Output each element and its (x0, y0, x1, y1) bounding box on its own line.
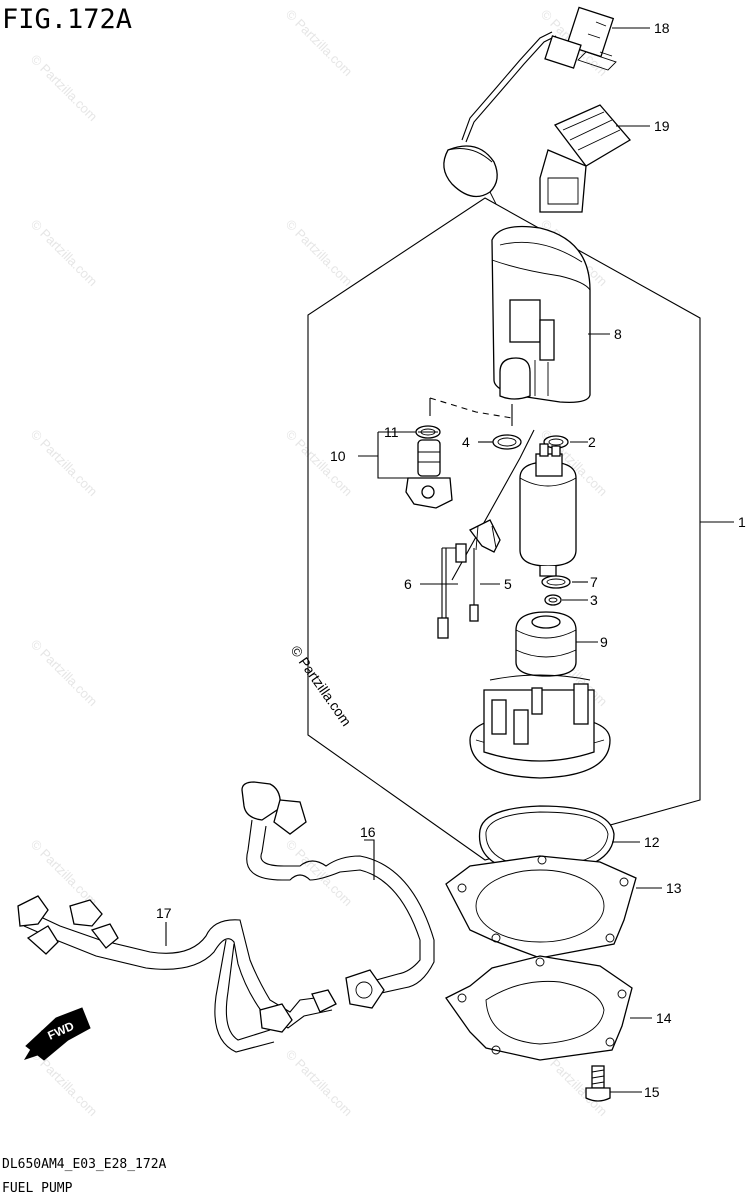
callout-4: 4 (462, 434, 470, 450)
callout-8: 8 (614, 326, 622, 342)
o-ring-7-inner (546, 578, 566, 586)
lead-wire (437, 543, 467, 639)
watermark: © Partzilla.com (283, 1047, 356, 1120)
fuel-pump-bracket (491, 225, 591, 403)
callout-7: 7 (590, 574, 598, 590)
callout-3: 3 (590, 592, 598, 608)
watermark: © Partzilla.com (28, 427, 101, 500)
fuel-hose-17 (17, 895, 337, 1053)
callout-11: 11 (384, 424, 399, 440)
callout-19: 19 (654, 118, 670, 134)
callout-12: 12 (644, 834, 660, 850)
o-ring-2-inner (548, 438, 564, 446)
forward-direction-indicator: FWD (24, 1007, 91, 1061)
callout-15: 15 (644, 1084, 660, 1100)
fuel-filter (515, 611, 577, 677)
fuel-level-sender (443, 6, 617, 205)
callout-10: 10 (330, 448, 346, 464)
watermark: © Partzilla.com (283, 837, 356, 910)
watermark: © Partzilla.com (28, 1047, 101, 1120)
fuel-pump-housing (469, 674, 611, 779)
fuel-pump-motor (519, 443, 577, 577)
washer-3-inner (548, 597, 558, 603)
callout-2: 2 (588, 434, 596, 450)
leader-line (429, 398, 513, 426)
callout-13: 13 (666, 880, 682, 896)
fuel-sender-holder (539, 104, 631, 213)
watermark: © Partzilla.com (283, 217, 356, 290)
callout-leaders (165, 27, 734, 1093)
figure-title: FIG.172A (2, 4, 132, 35)
o-ring-7 (541, 575, 571, 589)
pump-gasket-14 (445, 955, 633, 1061)
watermark: © Partzilla.com (28, 52, 101, 125)
callout-6: 6 (404, 576, 412, 592)
washer-3 (544, 594, 562, 606)
callout-5: 5 (504, 576, 512, 592)
figure-caption: FUEL PUMP (2, 1181, 73, 1196)
callout-14: 14 (656, 1010, 672, 1026)
watermark-inline: © Partzilla.com (288, 643, 355, 729)
wire-clip (469, 519, 501, 622)
pressure-regulator (405, 439, 453, 509)
pump-plate-13 (445, 855, 637, 959)
model-code: DL650AM4_E03_E28_172A (2, 1157, 167, 1172)
watermark: © Partzilla.com (283, 7, 356, 80)
leader-line (451, 429, 535, 581)
callout-1: 1 (738, 514, 746, 530)
callout-9: 9 (600, 634, 608, 650)
watermark: © Partzilla.com (28, 637, 101, 710)
fuel-hose-16 (241, 781, 435, 1009)
callout-16: 16 (360, 824, 376, 840)
o-ring-4 (492, 434, 522, 450)
o-ring-4-inner (497, 437, 517, 447)
watermark: © Partzilla.com (28, 217, 101, 290)
callout-17: 17 (156, 905, 172, 921)
dash-indicator (429, 397, 513, 419)
callout-18: 18 (654, 20, 670, 36)
watermark-bold: © Partzilla.com (288, 643, 355, 729)
assembly-boundary (307, 197, 701, 861)
bolt-15 (585, 1065, 611, 1102)
